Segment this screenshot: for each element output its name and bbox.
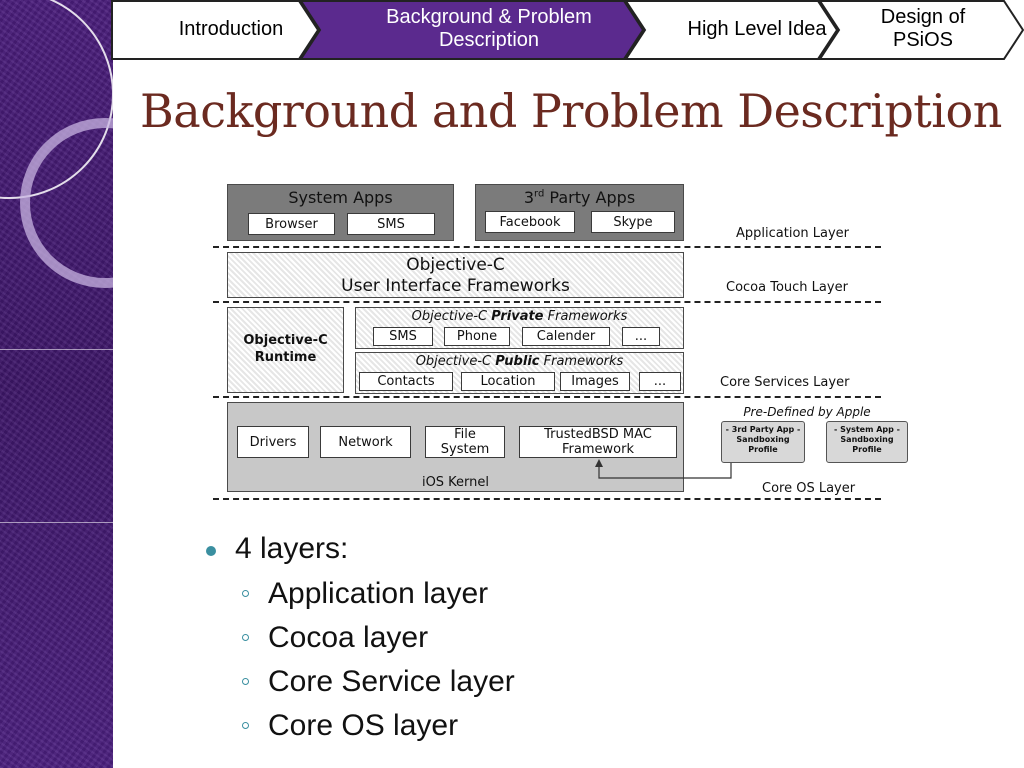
public-contacts-box: Contacts	[359, 372, 453, 391]
objc-runtime-line1: Objective-C	[243, 333, 328, 348]
objc-runtime-line2: Runtime	[254, 350, 317, 365]
sub-bullet-circle-icon	[242, 590, 249, 597]
bullet-dot-icon	[206, 546, 216, 556]
facebook-box: Facebook	[485, 211, 575, 233]
public-frameworks-title: Objective-C Public Frameworks	[415, 354, 624, 369]
skype-box: Skype	[591, 211, 675, 233]
system-app-sandbox-profile: - System App - Sandboxing Profile	[826, 421, 908, 463]
ios-kernel-label: iOS Kernel	[421, 475, 490, 490]
sub-bullet-text: Core Service layer	[268, 665, 515, 698]
trustedbsd-mac-framework-box: TrustedBSD MAC Framework	[519, 426, 677, 458]
layer-separator	[213, 396, 881, 398]
private-calender-box: Calender	[522, 327, 610, 346]
private-frameworks-title: Objective-C Private Frameworks	[411, 309, 628, 324]
sidebar-divider	[0, 522, 113, 523]
layer-separator	[213, 246, 881, 248]
ios-architecture-diagram: System Apps Browser SMS 3rd Party Apps F…	[213, 180, 908, 500]
nav-tab-shape-design	[818, 0, 1024, 60]
core-os-layer-label: Core OS Layer	[762, 481, 856, 496]
sub-bullet-text: Core OS layer	[268, 709, 459, 742]
layer-separator	[213, 498, 881, 500]
slide-title: Background and Problem Description	[140, 84, 1002, 138]
browser-box: Browser	[248, 213, 335, 235]
private-sms-box: SMS	[373, 327, 433, 346]
network-box: Network	[320, 426, 411, 458]
predefined-by-apple-label: Pre-Defined by Apple	[743, 405, 871, 419]
tab-design-of-psios[interactable]: Design of PSiOS	[880, 6, 966, 51]
cocoa-touch-layer-label: Cocoa Touch Layer	[726, 280, 848, 295]
sub-bullet-circle-icon	[242, 634, 249, 641]
layer-separator	[213, 301, 881, 303]
third-party-sandbox-profile: - 3rd Party App - Sandboxing Profile	[721, 421, 805, 463]
nav-tab-shape-introduction	[111, 0, 320, 60]
tab-introduction[interactable]: Introduction	[178, 17, 284, 40]
application-layer-label: Application Layer	[736, 226, 850, 241]
ui-frameworks-box	[227, 252, 684, 298]
section-nav-shapes	[111, 0, 1024, 60]
tab-background-problem-description[interactable]: Background & Problem Description	[386, 6, 592, 51]
decorative-sidebar	[0, 0, 113, 768]
sub-bullet-circle-icon	[242, 722, 249, 729]
system-apps-title: System Apps	[288, 188, 393, 207]
ui-frameworks-line2: User Interface Frameworks	[341, 276, 570, 296]
sidebar-divider	[0, 349, 113, 350]
sub-bullet-text: Cocoa layer	[268, 621, 429, 654]
public-images-box: Images	[560, 372, 630, 391]
tab-high-level-idea[interactable]: High Level Idea	[687, 17, 827, 40]
nav-tab-shape-background	[299, 0, 645, 60]
sms-app-box: SMS	[347, 213, 435, 235]
private-more-box: ...	[622, 327, 660, 346]
drivers-box: Drivers	[237, 426, 309, 458]
public-location-box: Location	[461, 372, 555, 391]
core-services-layer-label: Core Services Layer	[720, 375, 850, 390]
file-system-box: File System	[425, 426, 505, 458]
sub-bullet-text: Application layer	[268, 577, 489, 610]
public-more-box: ...	[639, 372, 681, 391]
bullet-main-text: 4 layers:	[235, 532, 349, 565]
section-nav: Introduction Background & Problem Descri…	[111, 0, 1024, 61]
nav-tab-shape-high-level	[624, 0, 839, 60]
sub-bullet-circle-icon	[242, 678, 249, 685]
ui-frameworks-line1: Objective-C	[406, 255, 505, 275]
profile-to-mac-arrow	[595, 459, 732, 479]
private-phone-box: Phone	[444, 327, 510, 346]
third-party-apps-title: 3rd Party Apps	[523, 188, 636, 207]
objc-runtime-box	[227, 307, 344, 393]
